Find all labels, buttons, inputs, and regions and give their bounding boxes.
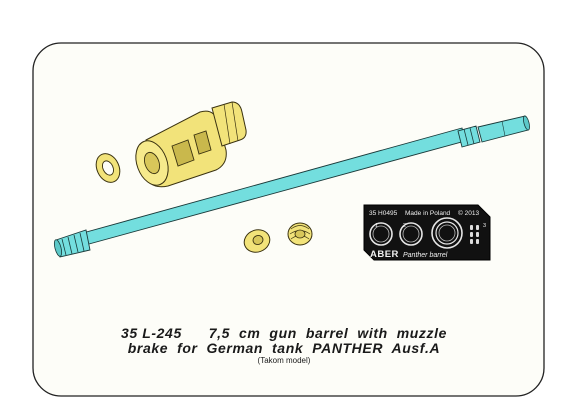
fret-part-number-2: 2 <box>403 223 406 229</box>
fret-part-number-3: 3 <box>483 223 486 229</box>
photo-etched-fret: 35 H0495 Made in Poland © 2013 1 2 3 ABE… <box>363 204 491 261</box>
fret-code: 35 H0495 <box>369 210 398 217</box>
fret-brand-logo: ABER <box>370 249 399 260</box>
product-title-line-2: brake for German tank PANTHER Ausf.A <box>127 340 441 356</box>
brass-washer-small <box>243 229 271 253</box>
brass-threaded-ring <box>287 222 313 246</box>
fret-small-parts <box>470 225 479 244</box>
fret-part-number-1: 1 <box>375 223 378 229</box>
fret-copyright: © 2013 <box>458 209 479 217</box>
product-note: (Takom model) <box>257 356 311 365</box>
muzzle-brake <box>135 101 247 188</box>
product-title-line-1: 35 L-245 7,5 cm gun barrel with muzzle <box>121 325 447 341</box>
fret-subtitle: Panther barrel <box>403 252 448 259</box>
gun-barrel <box>53 115 530 258</box>
fret-made-in: Made in Poland <box>405 210 451 217</box>
brass-washer-large <box>95 153 121 183</box>
frame-border <box>32 42 545 397</box>
